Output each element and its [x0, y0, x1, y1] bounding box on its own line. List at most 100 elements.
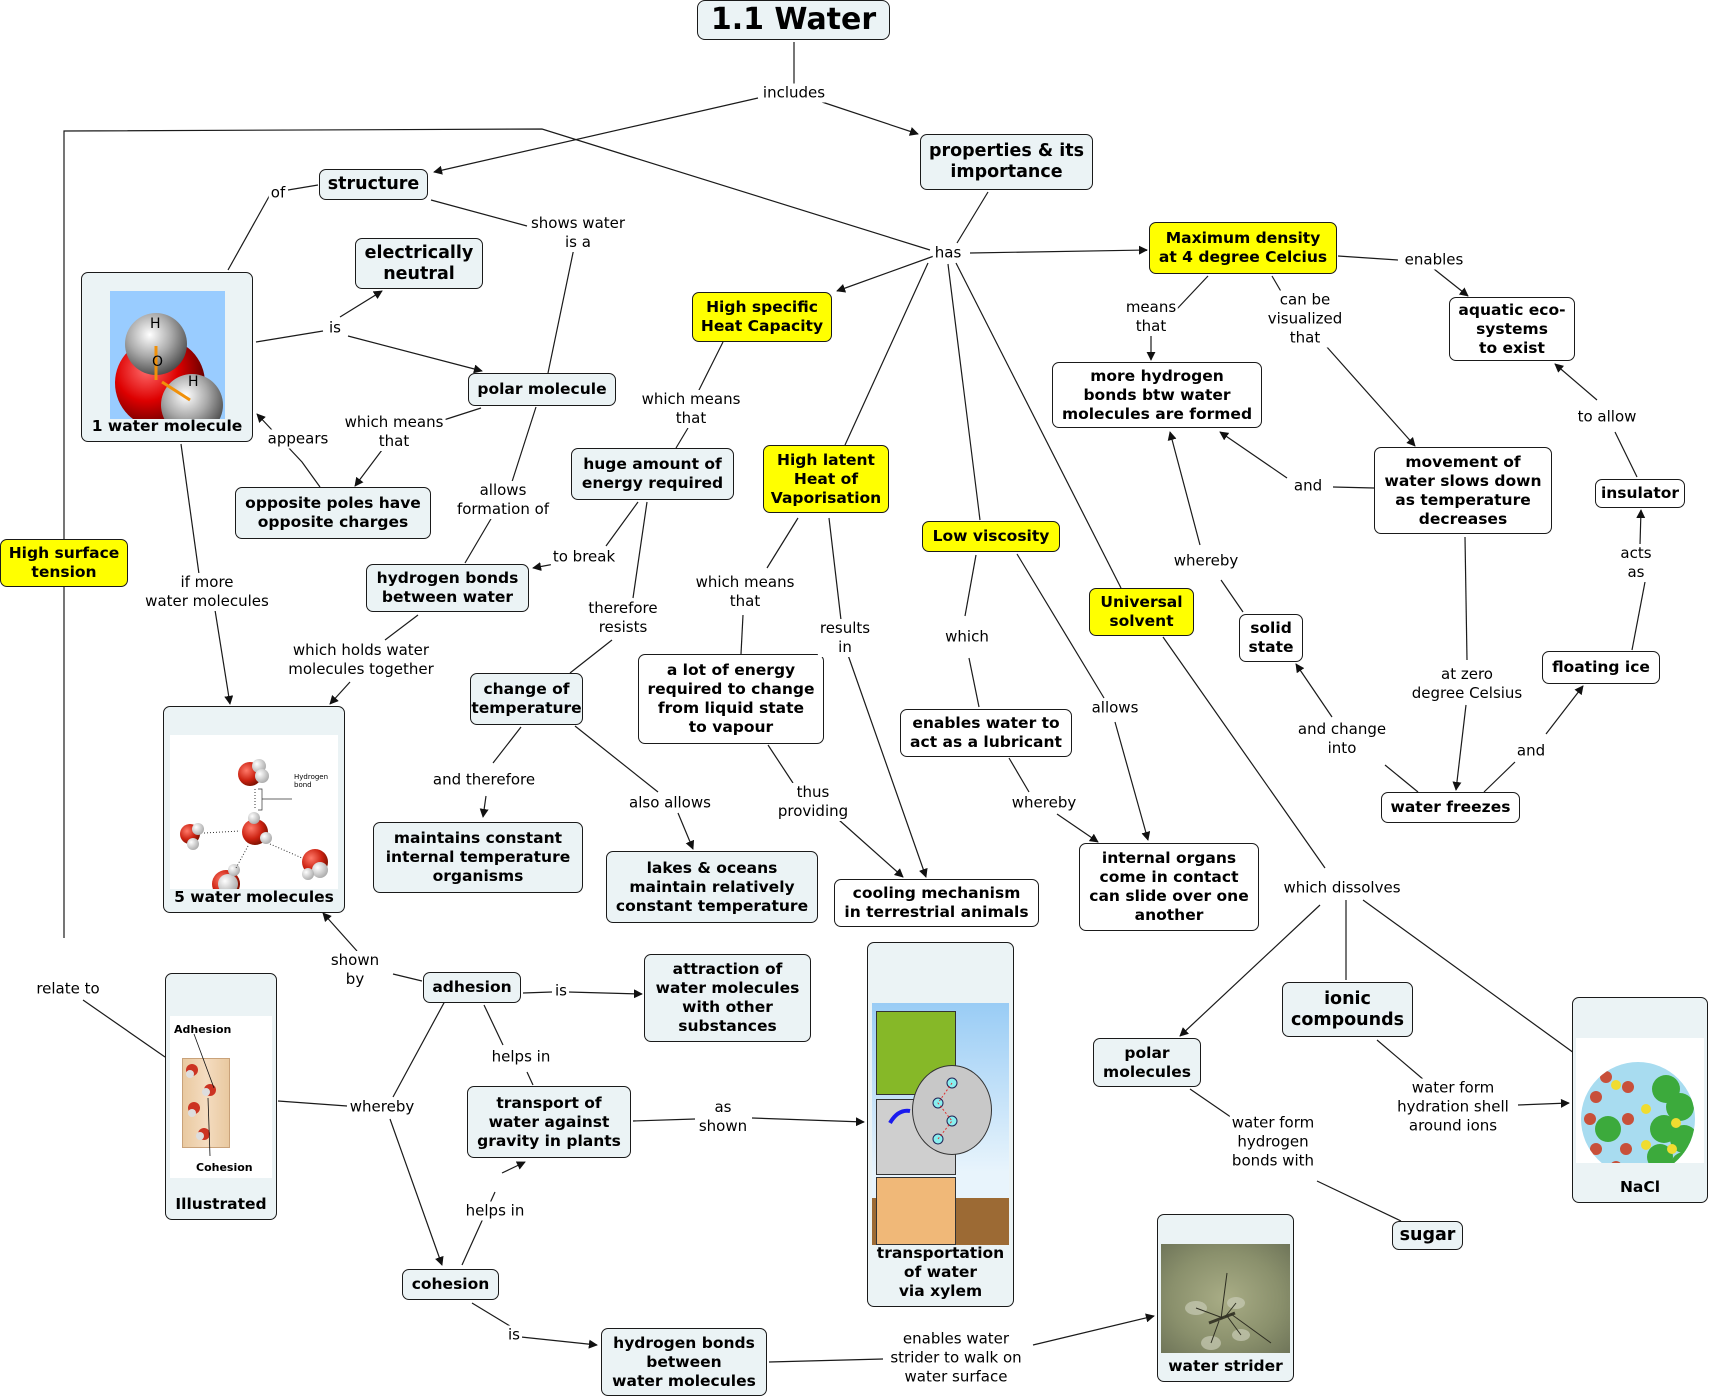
link-label-whereby: whereby [1009, 793, 1079, 813]
node-title[interactable]: 1.1 Water [697, 0, 890, 40]
node-text: attraction of water molecules with other… [655, 960, 800, 1035]
node-movement-slows[interactable]: movement of water slows down as temperat… [1374, 447, 1552, 534]
adhesion-caption: Adhesion [174, 1023, 232, 1036]
link-label-to-break: to break [550, 547, 618, 567]
node-water-freezes[interactable]: water freezes [1381, 792, 1520, 823]
link-line [1167, 431, 1201, 546]
link-line [1631, 581, 1646, 651]
link-line [1032, 1313, 1155, 1346]
link-label-and: and [1514, 741, 1548, 761]
atom-label-o: O [152, 354, 164, 370]
link-line [479, 795, 489, 818]
node-text: High latent Heat of Vaporisation [770, 450, 882, 507]
node-text: internal organs come in contact can slid… [1089, 849, 1249, 924]
node-water-strider[interactable]: water strider [1157, 1214, 1294, 1382]
node-text: cohesion [411, 1275, 490, 1293]
node-max-density[interactable]: Maximum density at 4 degree Celcius [1149, 222, 1337, 274]
node-text: 1 water molecule [91, 417, 243, 435]
node-universal-solvent[interactable]: Universal solvent [1089, 588, 1194, 636]
node-polar-molecules[interactable]: polar molecules [1093, 1038, 1201, 1087]
node-transport-against-gravity[interactable]: transport of water against gravity in pl… [467, 1086, 631, 1158]
atom-label-h: H [188, 374, 199, 390]
node-5-water-molecules[interactable]: Hydrogen bond 5 water molecules [163, 706, 345, 913]
link-line [214, 609, 234, 705]
node-text: 5 water molecules [174, 888, 334, 906]
node-illustrated[interactable]: Adhesion Cohesion Illustrated [165, 973, 277, 1220]
node-text: cooling mechanism in terrestrial animals [844, 884, 1029, 921]
node-opposite-poles[interactable]: opposite poles have opposite charges [235, 487, 431, 539]
node-lakes-oceans[interactable]: lakes & oceans maintain relatively const… [606, 851, 818, 923]
node-sugar[interactable]: sugar [1392, 1221, 1463, 1250]
node-aquatic-ecosystems[interactable]: aquatic eco- systems to exist [1449, 297, 1575, 361]
link-label-helps-in: helps in [489, 1047, 553, 1067]
link-line [956, 191, 989, 244]
link-line [339, 290, 383, 318]
node-ionic-compounds[interactable]: ionic compounds [1282, 982, 1413, 1037]
node-attraction[interactable]: attraction of water molecules with other… [644, 954, 811, 1042]
link-line [255, 330, 324, 343]
node-change-of-temperature[interactable]: change of temperature [470, 673, 583, 725]
link-line [329, 681, 351, 705]
node-polar-molecule[interactable]: polar molecule [468, 373, 616, 406]
link-line [569, 639, 613, 674]
node-text: maintains constant internal temperature … [385, 829, 571, 885]
link-line [433, 97, 759, 175]
link-line [392, 973, 423, 982]
link-label-and-change: and change into [1295, 720, 1389, 758]
node-high-surface-tension[interactable]: High surface tension [0, 539, 128, 587]
node-text: enables water to act as a lubricant [910, 714, 1062, 751]
link-line [1452, 704, 1467, 791]
node-floating-ice[interactable]: floating ice [1542, 651, 1660, 684]
link-line [828, 517, 842, 621]
node-lubricant[interactable]: enables water to act as a lubricant [900, 709, 1072, 757]
link-line [740, 614, 744, 655]
link-label-relate-to: relate to [34, 979, 102, 999]
adhesion-cohesion-image: Adhesion Cohesion [170, 1016, 272, 1178]
node-adhesion[interactable]: adhesion [423, 972, 521, 1003]
node-insulator[interactable]: insulator [1595, 479, 1685, 508]
link-line [1295, 663, 1333, 718]
link-line [287, 184, 319, 191]
node-lot-of-energy[interactable]: a lot of energy required to change from … [638, 654, 824, 744]
link-line [277, 1100, 348, 1107]
link-line [180, 443, 200, 575]
node-text: more hydrogen bonds btw water molecules … [1061, 366, 1253, 423]
link-label-whereby: whereby [347, 1097, 417, 1117]
link-label-enables: enables [1402, 250, 1466, 270]
node-low-viscosity[interactable]: Low viscosity [922, 521, 1060, 552]
link-line [520, 1336, 598, 1349]
node-cooling-mechanism[interactable]: cooling mechanism in terrestrial animals [834, 879, 1039, 927]
link-line [836, 255, 935, 293]
node-latent-heat[interactable]: High latent Heat of Vaporisation [763, 445, 889, 513]
node-xylem[interactable]: transportation of water via xylem [867, 942, 1014, 1307]
node-internal-organs[interactable]: internal organs come in contact can slid… [1079, 843, 1259, 931]
link-label-of: of [268, 183, 288, 203]
node-1-water-molecule[interactable]: H O H 1 water molecule [81, 272, 253, 442]
node-electrically-neutral[interactable]: electrically neutral [355, 238, 483, 289]
link-line [492, 726, 522, 764]
node-properties[interactable]: properties & its importance [920, 134, 1093, 190]
node-hydrogen-bonds-water[interactable]: hydrogen bonds between water [366, 564, 529, 612]
node-solid-state[interactable]: solid state [1239, 614, 1303, 662]
node-high-specific-heat[interactable]: High specific Heat Capacity [692, 292, 832, 342]
link-line [1175, 275, 1209, 311]
link-label-acts-as: acts as [1618, 544, 1654, 582]
node-hydrogen-bonds-water-molecules[interactable]: hydrogen bonds between water molecules [601, 1328, 767, 1396]
node-structure[interactable]: structure [319, 169, 428, 200]
node-cohesion[interactable]: cohesion [402, 1269, 499, 1300]
node-huge-energy[interactable]: huge amount of energy required [571, 448, 734, 500]
link-line [464, 511, 496, 564]
node-text: NaCl [1619, 1178, 1661, 1196]
node-nacl[interactable]: NaCl [1572, 997, 1708, 1203]
link-label-which-dissolves: which dissolves [1281, 878, 1403, 898]
link-label-allows: allows [1089, 698, 1141, 718]
link-line [1114, 721, 1151, 841]
link-label-enables-strider: enables water strider to walk on water s… [888, 1329, 1024, 1387]
node-maintains-temperature[interactable]: maintains constant internal temperature … [373, 822, 583, 893]
node-more-hydrogen-bonds[interactable]: more hydrogen bonds btw water molecules … [1052, 362, 1262, 428]
link-line [751, 1117, 865, 1127]
link-label-as-shown: as shown [696, 1098, 750, 1136]
link-line [632, 1118, 696, 1122]
node-text: huge amount of energy required [581, 455, 724, 492]
